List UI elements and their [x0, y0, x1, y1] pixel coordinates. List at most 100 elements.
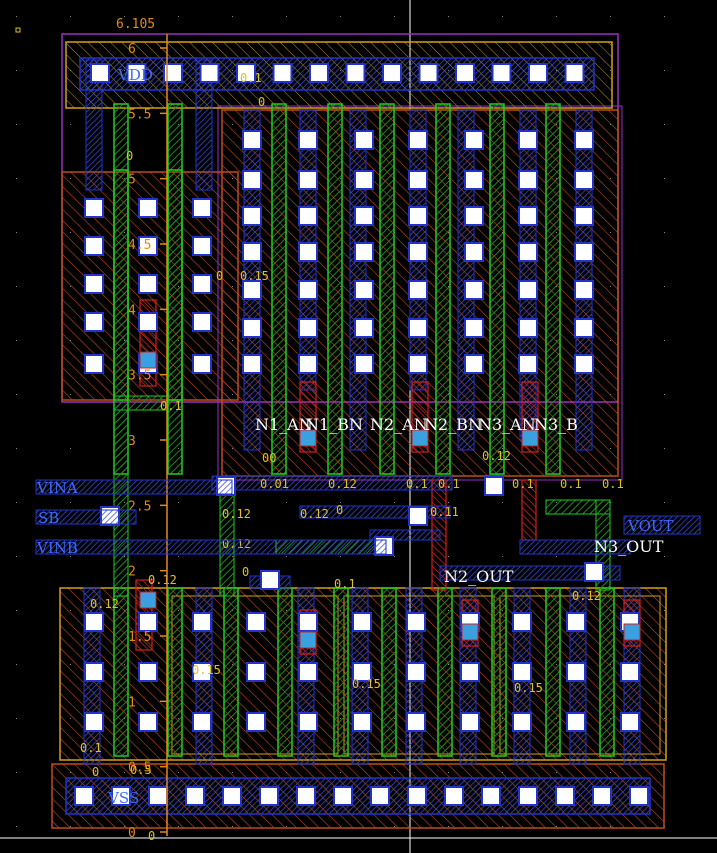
contact	[138, 662, 158, 682]
grid-dot	[664, 124, 665, 125]
net-label-vout: VOUT	[627, 517, 674, 535]
contact	[298, 662, 318, 682]
grid-dot	[664, 178, 665, 179]
contact	[574, 206, 594, 226]
contact	[566, 662, 586, 682]
poly-link-left	[113, 395, 129, 597]
contact	[126, 63, 147, 83]
metal-route	[519, 539, 631, 555]
via-highlight	[139, 351, 157, 369]
ruler-tick-label: 5	[128, 173, 136, 188]
contact	[518, 130, 538, 150]
grid-dot	[286, 16, 287, 17]
contact	[352, 712, 372, 732]
contact	[406, 662, 426, 682]
contact	[481, 786, 501, 806]
contact	[464, 280, 484, 300]
contact	[298, 280, 318, 300]
ruler-tick-label: 3.5	[128, 369, 151, 384]
contact	[491, 63, 512, 83]
metal1-strap	[195, 59, 213, 191]
contact-array	[74, 63, 649, 806]
grid-dot	[178, 16, 179, 17]
contact	[574, 242, 594, 262]
poly-gate-top	[327, 103, 343, 475]
contact	[407, 786, 427, 806]
contact	[566, 612, 586, 632]
dimension-label: 0	[148, 829, 155, 843]
contact	[406, 612, 426, 632]
grid-dot	[16, 340, 17, 341]
contact	[352, 612, 372, 632]
poly-gate-top	[489, 103, 505, 475]
dimension-label: 0.1	[80, 741, 102, 755]
contact	[242, 280, 262, 300]
contact	[518, 206, 538, 226]
via-highlight	[521, 429, 539, 447]
grid-dot	[124, 16, 125, 17]
contact	[138, 612, 158, 632]
sb-pin	[35, 509, 137, 525]
dimension-label: 0.01	[260, 477, 289, 491]
grid-dot	[340, 16, 341, 17]
grid-dot	[16, 232, 17, 233]
contact	[242, 318, 262, 338]
contact	[408, 206, 428, 226]
dimension-label: 0.1	[406, 477, 428, 491]
contact	[192, 612, 212, 632]
vina-pin	[35, 479, 233, 495]
contact	[84, 712, 104, 732]
contact	[84, 274, 104, 294]
net-label-n2-an: N2_AN	[370, 415, 428, 434]
poly-gate-bottom	[333, 587, 349, 757]
contact	[298, 130, 318, 150]
grid-dot	[16, 502, 17, 503]
dimension-label: 0.1	[160, 399, 182, 413]
net-label-sb: SB	[38, 509, 59, 527]
contact	[222, 786, 242, 806]
poly-gate-top	[379, 103, 395, 475]
grid-dot	[16, 16, 17, 17]
contact	[242, 130, 262, 150]
contact	[455, 63, 475, 83]
contact	[84, 662, 104, 682]
contact	[584, 562, 604, 582]
grid-dot	[16, 70, 17, 71]
poly-gate-bottom	[277, 587, 293, 757]
contact	[111, 786, 131, 806]
grid-dot	[16, 448, 17, 449]
grid-dot	[394, 556, 395, 557]
grid-dot	[70, 16, 71, 17]
contact	[518, 280, 538, 300]
dimension-label: 0	[336, 503, 343, 517]
contact	[464, 170, 484, 190]
grid-dot	[16, 178, 17, 179]
contact	[464, 130, 484, 150]
dimension-label: 0.12	[572, 589, 601, 603]
dimension-label: 0	[242, 565, 249, 579]
vdd-rail-metal	[79, 57, 595, 91]
grid-dot	[664, 16, 665, 17]
dimension-label: 0.11	[430, 505, 459, 519]
contact	[574, 280, 594, 300]
net-label-n1-bn: N1_BN	[305, 415, 363, 434]
grid-dot	[16, 610, 17, 611]
poly-gate-left-b	[167, 169, 183, 401]
grid-dot	[664, 70, 665, 71]
contact	[354, 318, 374, 338]
grid-dot	[16, 394, 17, 395]
contact	[272, 63, 293, 83]
contact	[163, 63, 183, 83]
metal1-strap	[85, 59, 103, 191]
net-label-vina: VINA	[36, 479, 78, 497]
grid-dot	[394, 16, 395, 17]
dimension-label: 0.12	[482, 449, 511, 463]
contact	[464, 206, 484, 226]
net-label-n3-b: N3_B	[534, 415, 578, 434]
contact	[84, 612, 104, 632]
contact	[574, 318, 594, 338]
contact	[192, 198, 212, 218]
contact	[408, 242, 428, 262]
contact	[408, 130, 428, 150]
grid-dot	[286, 556, 287, 557]
